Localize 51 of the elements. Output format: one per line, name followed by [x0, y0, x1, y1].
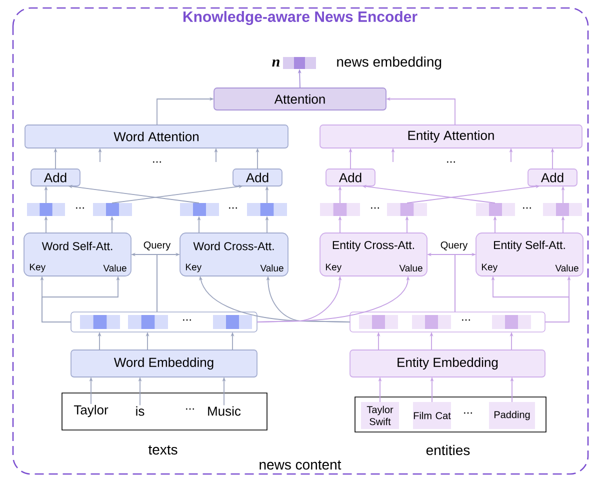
add-box: Add: [232, 168, 282, 186]
entity-token: Film Cat: [413, 402, 451, 429]
caption-text: texts: [148, 445, 178, 455]
vector-sequence-bar: [350, 312, 546, 332]
process-box: Word Attention: [24, 124, 288, 148]
process-box: Attention: [214, 88, 386, 110]
process-box: Entity Embedding: [350, 350, 546, 378]
caption-text: news embedding: [337, 56, 442, 70]
word-token: Music: [208, 406, 241, 416]
ellipsis: ...: [74, 206, 86, 210]
title: Knowledge-aware News Encoder: [183, 10, 418, 26]
port-label: Value: [260, 264, 284, 272]
port-label: Value: [103, 264, 126, 272]
word-token: is: [136, 406, 144, 416]
word-token: Taylor: [74, 404, 108, 418]
ellipsis: ...: [369, 206, 381, 210]
embedding-vector: [247, 203, 287, 216]
embedding-vector: [180, 203, 219, 216]
vector-sequence-bar: [70, 312, 258, 332]
ellipsis: ...: [184, 407, 196, 411]
port-label: Query: [142, 240, 172, 252]
port-label: Key: [326, 264, 342, 272]
vector-symbol: n: [272, 59, 280, 67]
entity-token: Taylor Swift: [361, 402, 399, 429]
process-box: Word Embedding: [70, 350, 258, 378]
port-label: Value: [555, 264, 578, 272]
ellipsis: ...: [227, 206, 239, 210]
entity-token: Padding: [489, 402, 535, 429]
ellipsis: ...: [181, 318, 193, 322]
process-box: Entity Attention: [320, 124, 582, 148]
embedding-vector: [543, 203, 582, 216]
embedding-vector: [320, 203, 360, 216]
port-label: Value: [399, 264, 422, 272]
port-label: Key: [186, 264, 202, 272]
ellipsis: ...: [462, 411, 474, 415]
add-box: Add: [326, 168, 376, 186]
ellipsis: ...: [445, 160, 457, 164]
ellipsis: ...: [460, 318, 472, 322]
embedding-vector: [387, 203, 427, 216]
port-label: Key: [482, 264, 498, 272]
add-box: Add: [528, 168, 578, 186]
port-label: Key: [30, 264, 46, 272]
embedding-vector: [476, 203, 515, 216]
group-label: news content: [258, 459, 342, 471]
embedding-vector: [27, 203, 65, 216]
ellipsis: ...: [521, 206, 533, 210]
add-box: Add: [30, 168, 80, 186]
embedding-vector: [93, 203, 132, 216]
port-label: Query: [439, 240, 469, 252]
ellipsis: ...: [151, 160, 163, 164]
caption-text: entities: [426, 444, 470, 456]
